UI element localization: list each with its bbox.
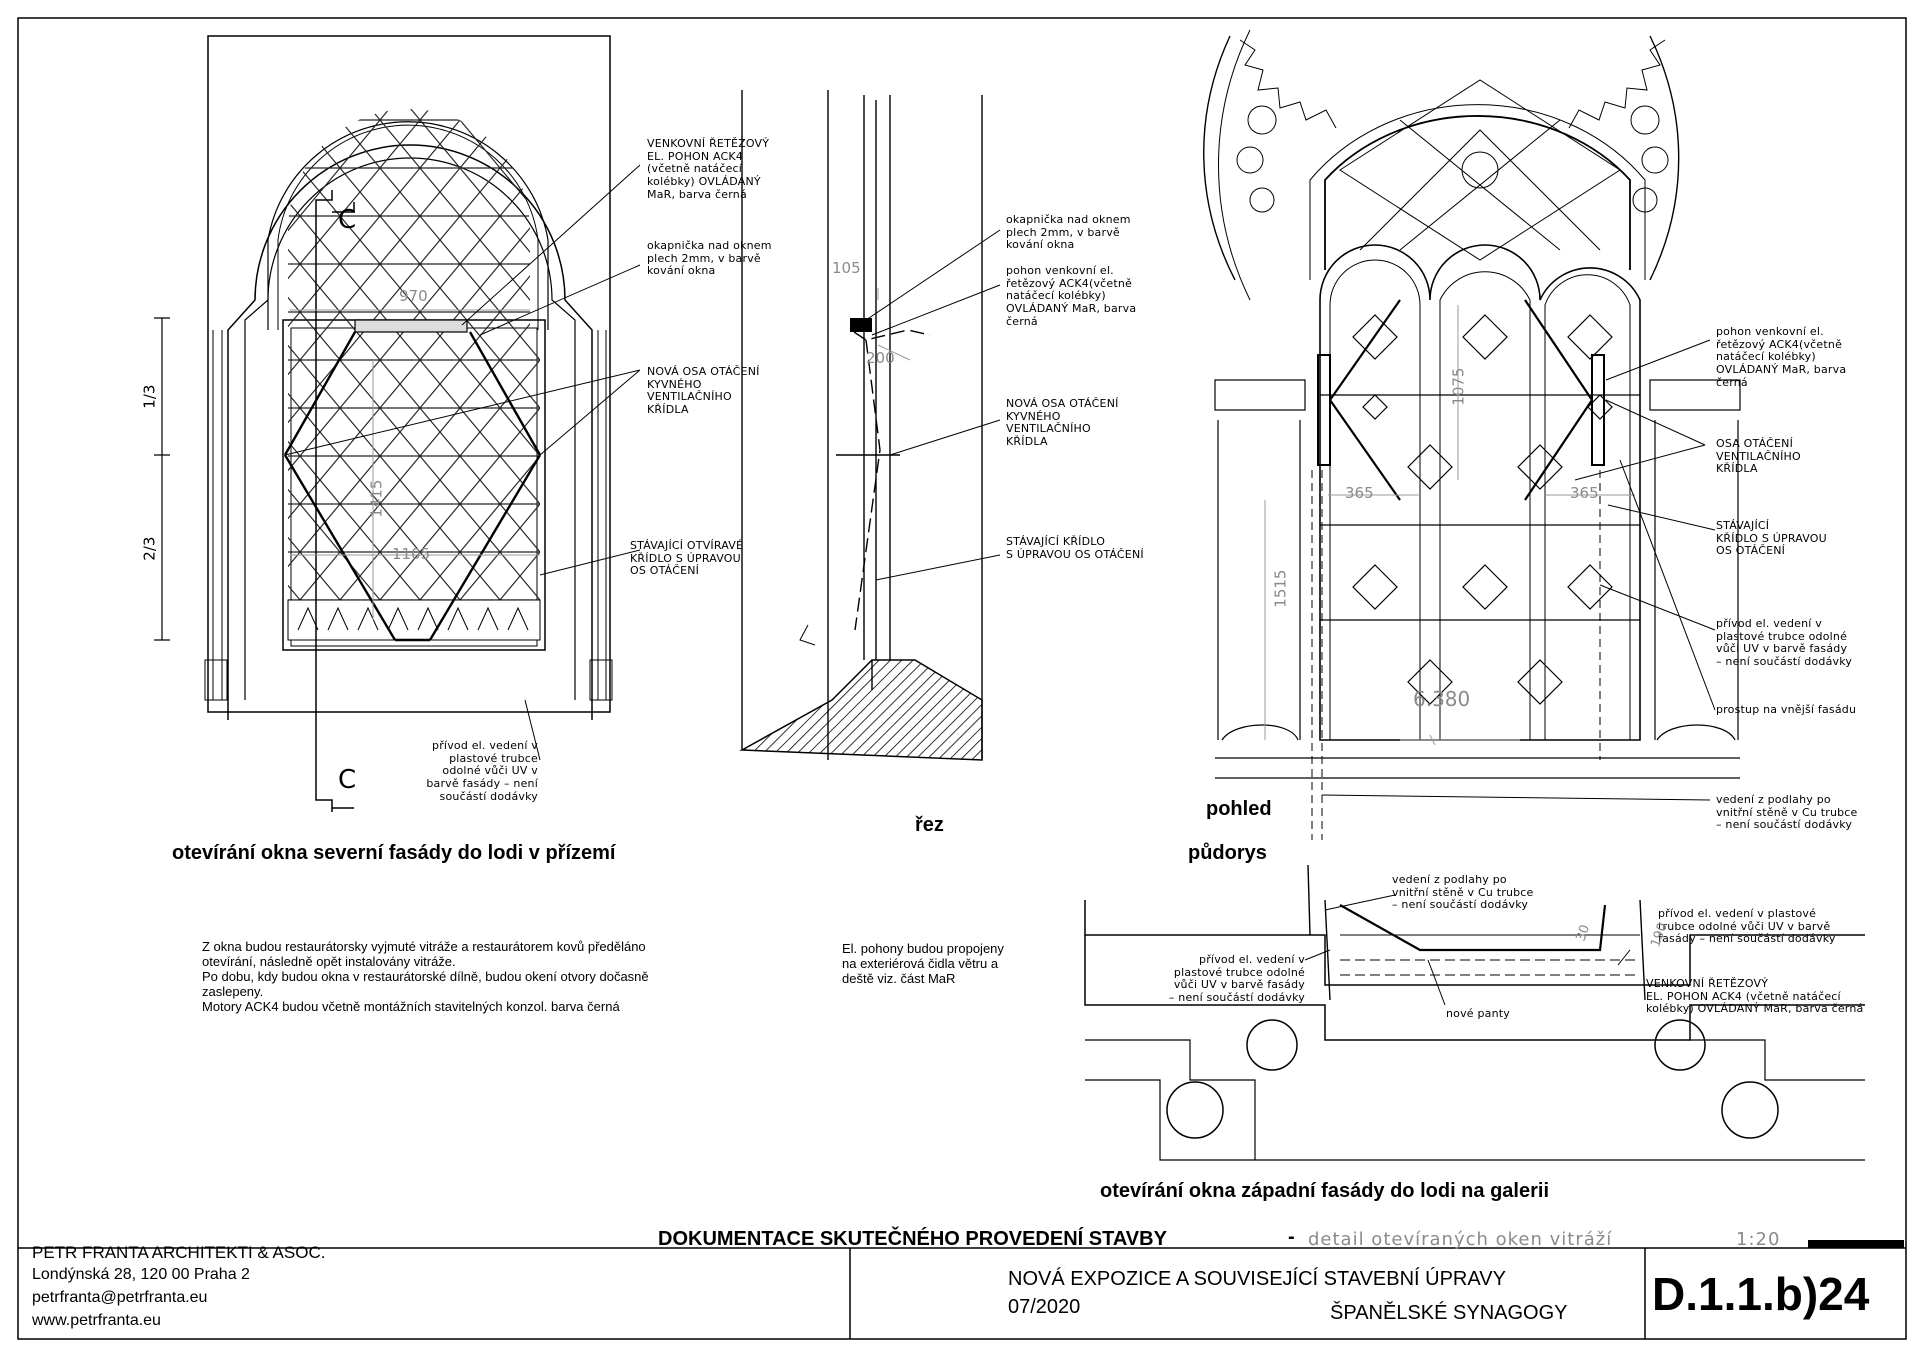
plan-floor-label: vedení z podlahy po vnitřní stěně v Cu t… xyxy=(1392,873,1534,912)
plan-motor-label: VENKOVNÍ ŘETĚZOVÝ EL. POHON ACK4 (včetně… xyxy=(1646,977,1864,1016)
view-heading: pohled xyxy=(1206,798,1272,820)
cut-mark-top: C xyxy=(338,205,357,235)
section-heading: řez xyxy=(915,814,944,836)
issue-date: 07/2020 xyxy=(1008,1296,1081,1318)
north-heading: otevírání okna severní fasády do lodi v … xyxy=(172,842,616,864)
dim-third-bottom: 2/3 xyxy=(140,536,159,561)
doc-dash: - xyxy=(1288,1226,1295,1248)
office-web: www.petrfranta.eu xyxy=(32,1312,161,1329)
north-axis-label: NOVÁ OSA OTÁČENÍ KYVNÉHO VENTILAČNÍHO KŘ… xyxy=(647,365,760,416)
dim-1075: 1075 xyxy=(1449,367,1468,406)
detail-title: detail otevíraných oken vitráží xyxy=(1308,1229,1613,1250)
office-email: petrfranta@petrfranta.eu xyxy=(32,1289,208,1306)
north-drip-label: okapnička nad oknem plech 2mm, v barvě k… xyxy=(647,239,772,278)
west-sash-label: STÁVAJÍCÍ KŘÍDLO S ÚPRAVOU OS OTÁČENÍ xyxy=(1716,519,1827,558)
dim-365-right: 365 xyxy=(1570,484,1599,502)
north-cable-label: přívod el. vedení v plastové trubce odol… xyxy=(426,739,538,803)
west-cable-label: přívod el. vedení v plastové trubce odol… xyxy=(1716,617,1853,668)
west-window-elevation xyxy=(1203,29,1741,840)
north-sash-label: STÁVAJÍCÍ OTVÍRAVÉ KŘÍDLO S ÚPRAVOU OS O… xyxy=(630,539,744,578)
section-motor-label: pohon venkovní el. řetězový ACK4(včetně … xyxy=(1006,264,1137,328)
project-line-1: NOVÁ EXPOZICE A SOUVISEJÍCÍ STAVEBNÍ ÚPR… xyxy=(1008,1268,1506,1290)
plan-hinges-label: nové panty xyxy=(1446,1007,1510,1020)
dim-1105: 1105 xyxy=(392,545,431,563)
office-address: Londýnská 28, 120 00 Praha 2 xyxy=(32,1266,250,1283)
elevation-mark: 6.380 xyxy=(1413,687,1471,711)
cut-mark-bottom: C xyxy=(338,765,357,795)
dim-970: 970 xyxy=(399,287,428,305)
section-drip-label: okapnička nad oknem plech 2mm, v barvě k… xyxy=(1006,213,1131,252)
plan-drawing xyxy=(1084,864,1865,1161)
doc-type: DOKUMENTACE SKUTEČNÉHO PROVEDENÍ STAVBY xyxy=(658,1228,1167,1250)
north-motor-label: VENKOVNÍ ŘETĚZOVÝ EL. POHON ACK4 (včetně… xyxy=(647,137,770,201)
dim-1515: 1515 xyxy=(1271,569,1290,608)
note-left: Z okna budou restaurátorsky vyjmuté vitr… xyxy=(202,939,649,1014)
title-block-lines xyxy=(18,1240,1906,1339)
scale: 1:20 xyxy=(1736,1229,1781,1250)
project-line-2: ŠPANĚLSKÉ SYNAGOGY xyxy=(1330,1302,1568,1324)
west-pass-label: prostup na vnější fasádu xyxy=(1716,703,1857,716)
plan-heading: půdorys xyxy=(1188,842,1267,864)
dim-third-top: 1/3 xyxy=(140,384,159,409)
dim-105: 105 xyxy=(832,259,861,277)
dim-200: 200 xyxy=(866,349,895,367)
west-floor-label: vedení z podlahy po vnitřní stěně v Cu t… xyxy=(1716,793,1858,832)
section-sash-label: STÁVAJÍCÍ KŘÍDLO S ÚPRAVOU OS OTÁČENÍ xyxy=(1006,535,1144,561)
dim-365-left: 365 xyxy=(1345,484,1374,502)
west-motor-label: pohon venkovní el. řetězový ACK4(včetně … xyxy=(1716,325,1847,389)
north-window-elevation xyxy=(154,35,641,812)
west-axis-label: OSA OTÁČENÍ VENTILAČNÍHO KŘÍDLA xyxy=(1716,437,1801,476)
section-axis-label: NOVÁ OSA OTÁČENÍ KYVNÉHO VENTILAČNÍHO KŘ… xyxy=(1006,397,1119,448)
section-drawing xyxy=(739,90,1001,761)
plan-cable-right-label: přívod el. vedení v plastové trubce odol… xyxy=(1658,907,1836,946)
dim-1415: 1415 xyxy=(367,479,386,518)
drawing-number: D.1.1.b)24 xyxy=(1652,1268,1870,1320)
west-heading: otevírání okna západní fasády do lodi na… xyxy=(1100,1180,1549,1202)
sheet-border xyxy=(17,17,1907,1340)
office-name: PETR FRANTA ARCHITEKTI & ASOC. xyxy=(32,1243,326,1262)
plan-cable-left-label: přívod el. vedení v plastové trubce odol… xyxy=(1168,953,1305,1004)
note-middle: El. pohony budou propojeny na exteriérov… xyxy=(842,941,1004,986)
